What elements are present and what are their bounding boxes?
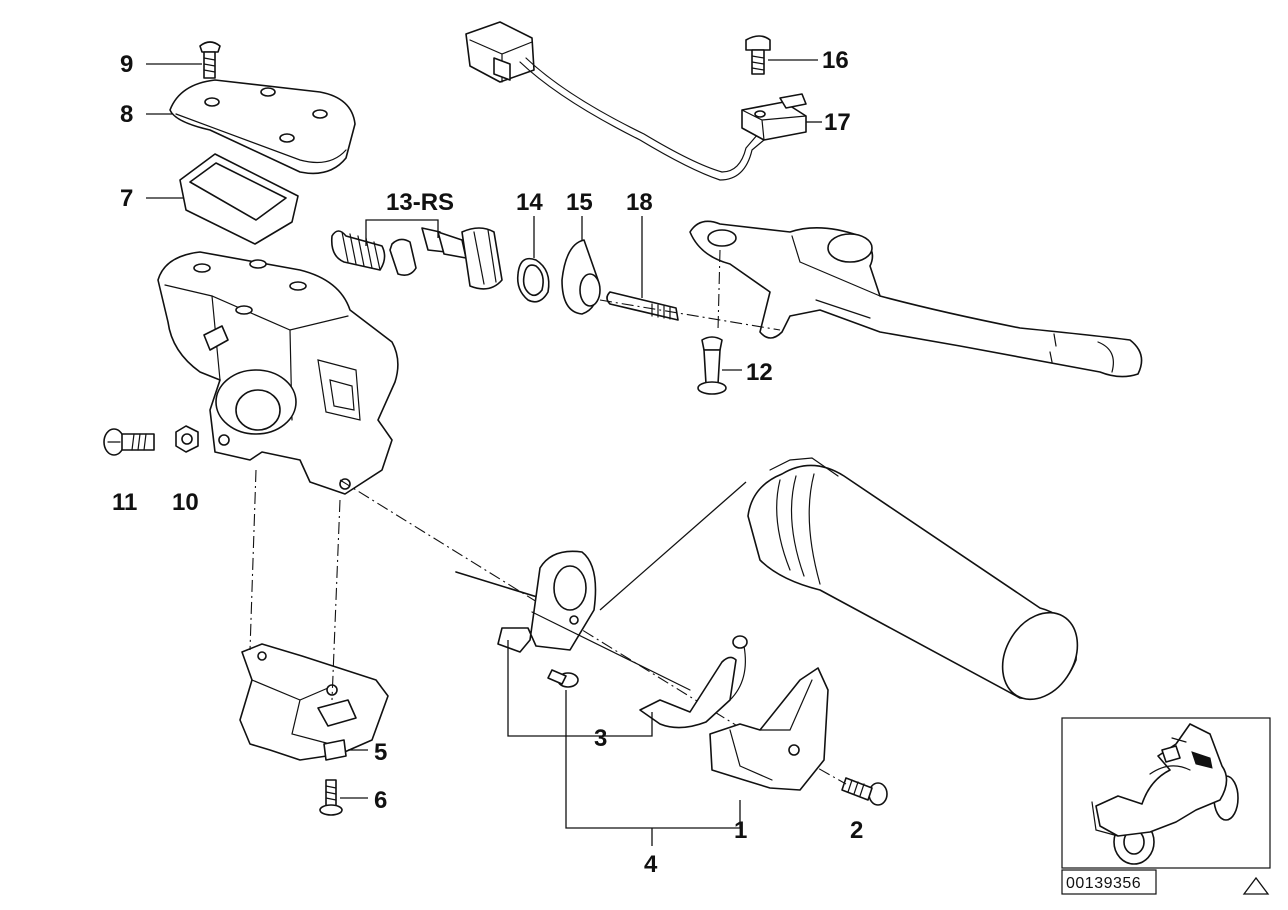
reference-number-text: 00139356: [1066, 875, 1141, 892]
throttle-grip[interactable]: [339, 457, 1092, 741]
leader-lines: [507, 640, 741, 846]
label-13: 13-RS: [386, 189, 454, 216]
label-14: 14: [516, 189, 543, 216]
part-13-piston-kit[interactable]: [330, 219, 503, 290]
label-12: 12: [746, 359, 773, 386]
part-6-screw[interactable]: [319, 779, 368, 816]
part-5-lower-housing[interactable]: [239, 643, 389, 761]
label-6: 6: [374, 787, 387, 814]
throttle-bracket[interactable]: [455, 550, 748, 729]
label-15: 15: [566, 189, 593, 216]
part-9-screw[interactable]: [146, 41, 221, 79]
master-cylinder-housing[interactable]: [157, 251, 399, 495]
label-17: 17: [824, 109, 851, 136]
label-3: 3: [594, 725, 607, 752]
part-8-reservoir-cover[interactable]: [146, 79, 356, 175]
part-15-boot[interactable]: [561, 216, 601, 315]
part-7-gasket[interactable]: [146, 153, 299, 245]
label-7: 7: [120, 185, 133, 212]
label-8: 8: [120, 101, 133, 128]
triangle-icon: [1242, 876, 1270, 895]
part-11-bolt[interactable]: [103, 428, 155, 456]
label-18: 18: [626, 189, 653, 216]
part-16-screw[interactable]: [745, 35, 818, 75]
label-4: 4: [644, 851, 658, 878]
label-1: 1: [734, 817, 747, 844]
brake-lever[interactable]: [599, 220, 1143, 378]
label-9: 9: [120, 51, 133, 78]
assembly-lines: [249, 469, 341, 701]
part-14-circlip[interactable]: [516, 216, 550, 303]
label-10: 10: [172, 489, 199, 516]
reference-number: 00139356: [1061, 869, 1157, 895]
part-3-screw[interactable]: [547, 669, 579, 688]
part-12-pivot-bolt[interactable]: [697, 336, 742, 395]
label-11: 11: [112, 489, 137, 516]
label-2: 2: [850, 817, 863, 844]
label-16: 16: [822, 47, 849, 74]
label-5: 5: [374, 739, 387, 766]
part-10-nut[interactable]: [175, 425, 199, 453]
motorcycle-thumbnail-icon: [1061, 717, 1271, 869]
part-17-brake-light-switch[interactable]: [465, 21, 822, 181]
part-18-push-rod[interactable]: [606, 216, 679, 321]
part-1-cover[interactable]: [709, 667, 829, 791]
